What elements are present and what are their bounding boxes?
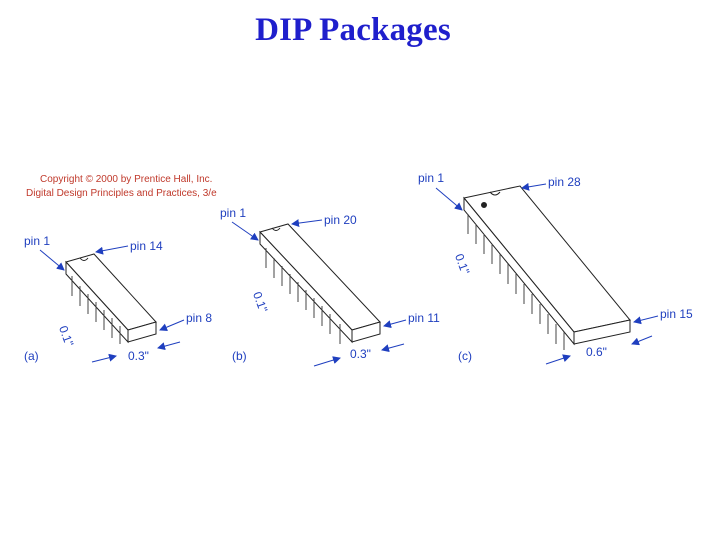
page-title: DIP Packages (255, 12, 451, 48)
package-tag-c: (c) (458, 349, 472, 363)
pin-1-label-c: pin 1 (418, 171, 444, 185)
labels-c: pin 1 pin 28 pin 15 0.1" (c) 0.6" (418, 171, 693, 365)
width-label-c: 0.6" (586, 345, 607, 359)
labels-a: pin 1 pin 14 pin 8 0.1" (a) 0.3" (24, 234, 212, 363)
package-tag-a: (a) (24, 349, 39, 363)
pin-11-label-b: pin 11 (408, 311, 440, 325)
copyright-line-1: Copyright © 2000 by Prentice Hall, Inc. (40, 174, 212, 185)
width-label-b: 0.3" (350, 347, 371, 361)
dip-package-a (65, 253, 157, 344)
pitch-label-b: 0.1" (250, 290, 270, 314)
pin-20-label-b: pin 20 (324, 213, 357, 227)
width-label-a: 0.3" (128, 349, 149, 363)
pin-15-label-c: pin 15 (660, 307, 693, 321)
pin-1-label-a: pin 1 (24, 234, 50, 248)
pitch-label-a: 0.1" (56, 324, 76, 348)
pitch-label-c: 0.1" (452, 252, 472, 276)
pin-1-label-b: pin 1 (220, 206, 246, 220)
labels-b: pin 1 pin 20 pin 11 0.1" (b) 0.3" (220, 206, 440, 367)
pin-28-label-c: pin 28 (548, 175, 581, 189)
pin-14-label-a: pin 14 (130, 239, 163, 253)
pin-8-label-a: pin 8 (186, 311, 212, 325)
dip-package-c (463, 185, 631, 350)
package-tag-b: (b) (232, 349, 247, 363)
copyright-line-2: Digital Design Principles and Practices,… (26, 188, 217, 199)
dip-package-b (259, 223, 381, 344)
